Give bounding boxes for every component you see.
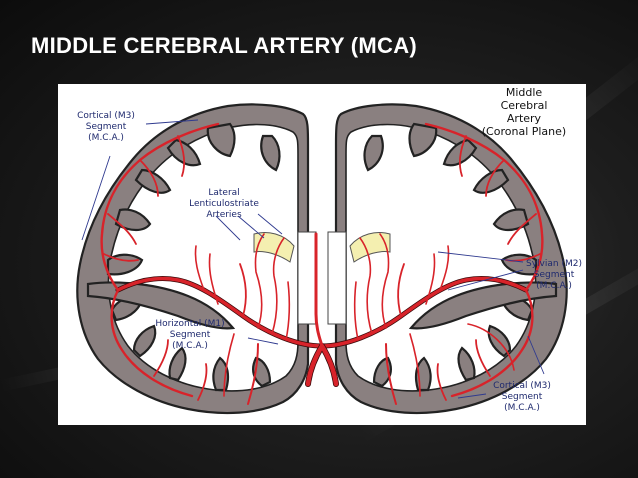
label-line: (M.C.A.) <box>172 341 208 351</box>
label-line: Sylvian (M2) <box>526 259 582 269</box>
right-hemisphere <box>334 103 568 415</box>
label-line: Arteries <box>206 210 242 220</box>
left-hemisphere <box>76 103 310 415</box>
label-line: Cortical (M3) <box>493 381 551 391</box>
label-line: Segment <box>534 270 575 280</box>
label-line: (M.C.A.) <box>536 281 572 291</box>
basal-ganglia <box>253 231 391 325</box>
label-line: (M.C.A.) <box>88 133 124 143</box>
leader-lines <box>81 119 545 399</box>
diagram-svg: Middle Cerebral Artery (Coronal Plane) C… <box>76 86 582 415</box>
label-line: (M.C.A.) <box>504 403 540 413</box>
label-line: Segment <box>86 122 127 132</box>
label-line: Cortical (M3) <box>77 111 135 121</box>
label-sylvian-m2: Sylvian (M2) Segment (M.C.A.) <box>526 259 582 291</box>
right-arteries <box>319 122 544 405</box>
diagram-title: Middle Cerebral Artery (Coronal Plane) <box>482 86 566 138</box>
diagram-title-line: Artery <box>507 112 542 125</box>
diagram-title-line: (Coronal Plane) <box>482 125 566 138</box>
label-lateral-lenticulostriate: Lateral Lenticulostriate Arteries <box>189 188 259 220</box>
diagram-title-line: Cerebral <box>501 99 548 112</box>
diagram-title-line: Middle <box>506 86 543 99</box>
label-line: Lateral <box>208 188 239 198</box>
label-line: Segment <box>502 392 543 402</box>
label-line: Horizontal (M1) <box>155 319 224 329</box>
slide-title: MIDDLE CEREBRAL ARTERY (MCA) <box>31 33 418 58</box>
label-cortical-m3-bottom-right: Cortical (M3) Segment (M.C.A.) <box>493 381 551 413</box>
mca-coronal-diagram: Middle Cerebral Artery (Coronal Plane) C… <box>58 84 586 425</box>
internal-carotid-trunk <box>305 232 339 387</box>
label-cortical-m3-top-left: Cortical (M3) Segment (M.C.A.) <box>77 111 135 143</box>
left-arteries <box>100 122 325 405</box>
label-line: Segment <box>170 330 211 340</box>
label-horizontal-m1: Horizontal (M1) Segment (M.C.A.) <box>155 319 224 351</box>
label-line: Lenticulostriate <box>189 199 259 209</box>
